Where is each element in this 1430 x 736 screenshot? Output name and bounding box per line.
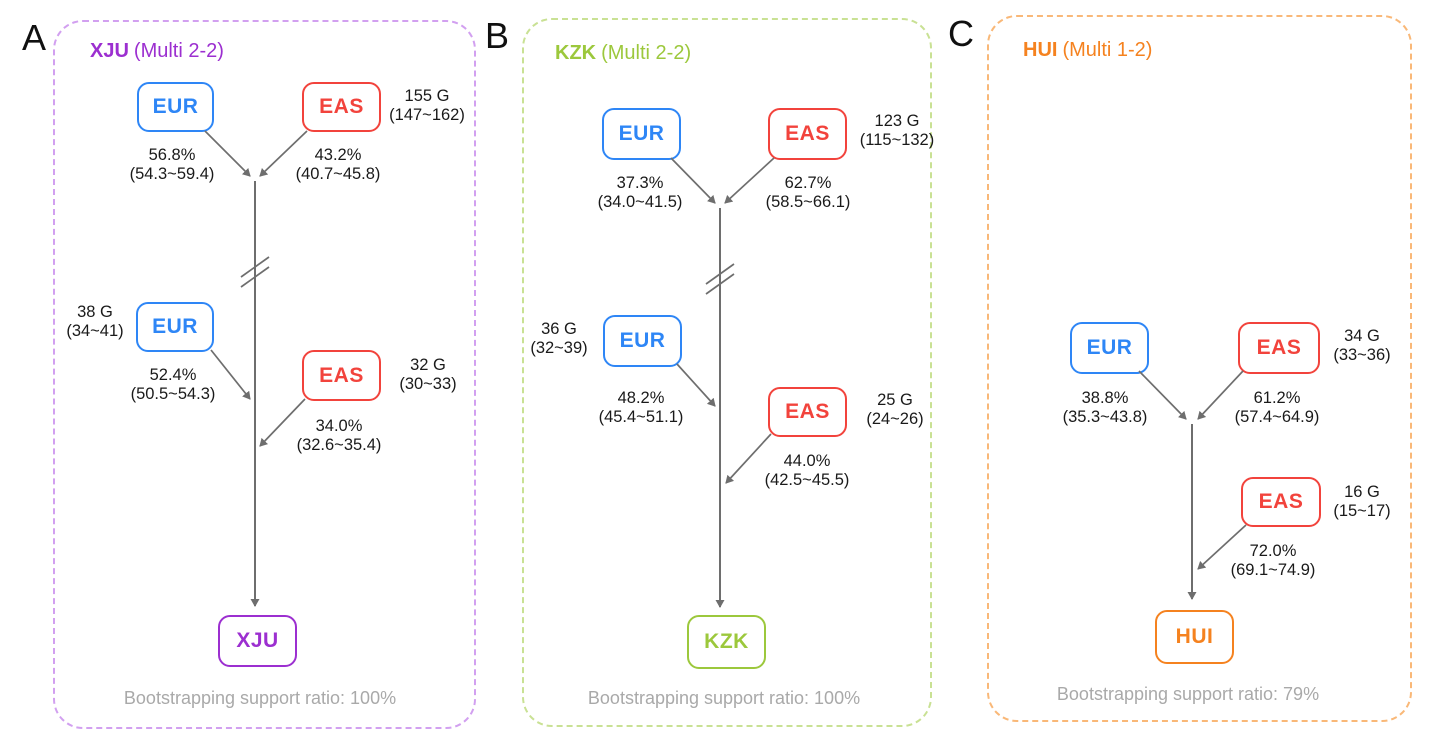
- panel-a-pct-top-left: 56.8% (54.3~59.4): [130, 146, 215, 184]
- pct-range: (69.1~74.9): [1230, 561, 1316, 579]
- panel-c-node-eas-bottom: EAS: [1241, 477, 1321, 527]
- panel-b-pct-mid-left: 48.2% (45.4~51.1): [599, 389, 684, 427]
- panel-c-bootstrap: Bootstrapping support ratio: 79%: [1056, 684, 1320, 704]
- panel-a-population-name: XJU: [90, 40, 129, 62]
- pct-range: (40.7~45.8): [295, 165, 381, 183]
- gen-range: (115~132): [859, 131, 935, 149]
- panel-a-pct-mid-right: 34.0% (32.6~35.4): [297, 417, 382, 455]
- panel-b-node-terminal: KZK: [687, 615, 766, 669]
- gen-range: (147~162): [389, 106, 465, 124]
- pct-range: (50.5~54.3): [130, 385, 216, 403]
- gen-range: (33~36): [1333, 346, 1391, 364]
- panel-b-bootstrap: Bootstrapping support ratio: 100%: [587, 688, 861, 708]
- panel-a-frame: [53, 20, 476, 729]
- panel-a-gen-top: 155 G (147~162): [389, 87, 465, 125]
- panel-c-node-eur-top: EUR: [1070, 322, 1149, 374]
- panel-a-title: XJU(Multi 2-2): [90, 40, 224, 63]
- panel-a-node-terminal: XJU: [218, 615, 297, 667]
- gen-range: (30~33): [399, 375, 457, 393]
- gen-value: 25 G: [877, 391, 913, 409]
- panel-c-pct-top-left: 38.8% (35.3~43.8): [1063, 389, 1148, 427]
- gen-value: 123 G: [874, 112, 920, 130]
- panel-c-model-label: (Multi 1-2): [1062, 39, 1153, 61]
- panel-b-node-eas-mid: EAS: [768, 387, 847, 437]
- panel-a-node-eur-top: EUR: [137, 82, 214, 132]
- gen-value: 155 G: [404, 87, 450, 105]
- panel-a-node-eas-top: EAS: [302, 82, 381, 132]
- panel-a-letter: A: [22, 17, 47, 58]
- panel-a-node-eas-mid: EAS: [302, 350, 381, 401]
- pct-value: 34.0%: [315, 417, 363, 435]
- panel-b-gen-mid-right: 25 G (24~26): [866, 391, 923, 429]
- pct-range: (34.0~41.5): [597, 193, 683, 211]
- gen-range: (34~41): [66, 322, 124, 340]
- panel-a-pct-mid-left: 52.4% (50.5~54.3): [131, 366, 216, 404]
- panel-a-bootstrap: Bootstrapping support ratio: 100%: [123, 688, 397, 708]
- panel-c-pct-top-right: 61.2% (57.4~64.9): [1235, 389, 1320, 427]
- panel-c-title: HUI(Multi 1-2): [1023, 39, 1152, 62]
- panel-b-pct-top-right: 62.7% (58.5~66.1): [766, 174, 851, 212]
- panel-b-pct-mid-right: 44.0% (42.5~45.5): [765, 452, 850, 490]
- pct-value: 44.0%: [783, 452, 831, 470]
- pct-value: 61.2%: [1253, 389, 1301, 407]
- gen-value: 38 G: [77, 303, 113, 321]
- pct-value: 38.8%: [1081, 389, 1129, 407]
- pct-value: 43.2%: [314, 146, 362, 164]
- pct-value: 48.2%: [617, 389, 665, 407]
- panel-a-gen-mid-right: 32 G (30~33): [399, 356, 456, 394]
- gen-value: 16 G: [1344, 483, 1380, 501]
- panel-b-gen-mid-left: 36 G (32~39): [530, 320, 587, 358]
- pct-range: (58.5~66.1): [765, 193, 851, 211]
- panel-b-letter: B: [485, 15, 510, 56]
- panel-b-population-name: KZK: [555, 42, 597, 64]
- pct-range: (57.4~64.9): [1234, 408, 1320, 426]
- pct-range: (32.6~35.4): [296, 436, 382, 454]
- panel-c-pct-bottom: 72.0% (69.1~74.9): [1231, 542, 1316, 580]
- panel-b-node-eur-mid: EUR: [603, 315, 682, 367]
- gen-value: 32 G: [410, 356, 446, 374]
- gen-range: (32~39): [530, 339, 588, 357]
- pct-range: (42.5~45.5): [764, 471, 850, 489]
- panel-b-pct-top-left: 37.3% (34.0~41.5): [598, 174, 683, 212]
- pct-value: 37.3%: [616, 174, 664, 192]
- panel-c-gen-bottom: 16 G (15~17): [1333, 483, 1390, 521]
- panel-a-gen-mid-left: 38 G (34~41): [66, 303, 123, 341]
- pct-range: (54.3~59.4): [129, 165, 215, 183]
- pct-value: 72.0%: [1249, 542, 1297, 560]
- panel-c-gen-top: 34 G (33~36): [1333, 327, 1390, 365]
- gen-range: (24~26): [866, 410, 924, 428]
- pct-value: 52.4%: [149, 366, 197, 384]
- panel-c-node-eas-top: EAS: [1238, 322, 1320, 374]
- pct-range: (45.4~51.1): [598, 408, 684, 426]
- panel-c-frame: [987, 15, 1412, 722]
- gen-value: 36 G: [541, 320, 577, 338]
- panel-b-gen-top: 123 G (115~132): [860, 112, 934, 150]
- panel-b-node-eas-top: EAS: [768, 108, 847, 160]
- panel-b-frame: [522, 18, 932, 727]
- panel-b-title: KZK(Multi 2-2): [555, 42, 691, 65]
- gen-range: (15~17): [1333, 502, 1391, 520]
- panel-c-letter: C: [948, 13, 974, 54]
- panel-a-pct-top-right: 43.2% (40.7~45.8): [296, 146, 381, 184]
- panel-b-node-eur-top: EUR: [602, 108, 681, 160]
- pct-range: (35.3~43.8): [1062, 408, 1148, 426]
- panel-c-population-name: HUI: [1023, 39, 1058, 61]
- panel-c-node-terminal: HUI: [1155, 610, 1234, 664]
- pct-value: 62.7%: [784, 174, 832, 192]
- panel-a-node-eur-mid: EUR: [136, 302, 214, 352]
- pct-value: 56.8%: [148, 146, 196, 164]
- panel-a-model-label: (Multi 2-2): [133, 40, 224, 62]
- panel-b-model-label: (Multi 2-2): [601, 42, 692, 64]
- gen-value: 34 G: [1344, 327, 1380, 345]
